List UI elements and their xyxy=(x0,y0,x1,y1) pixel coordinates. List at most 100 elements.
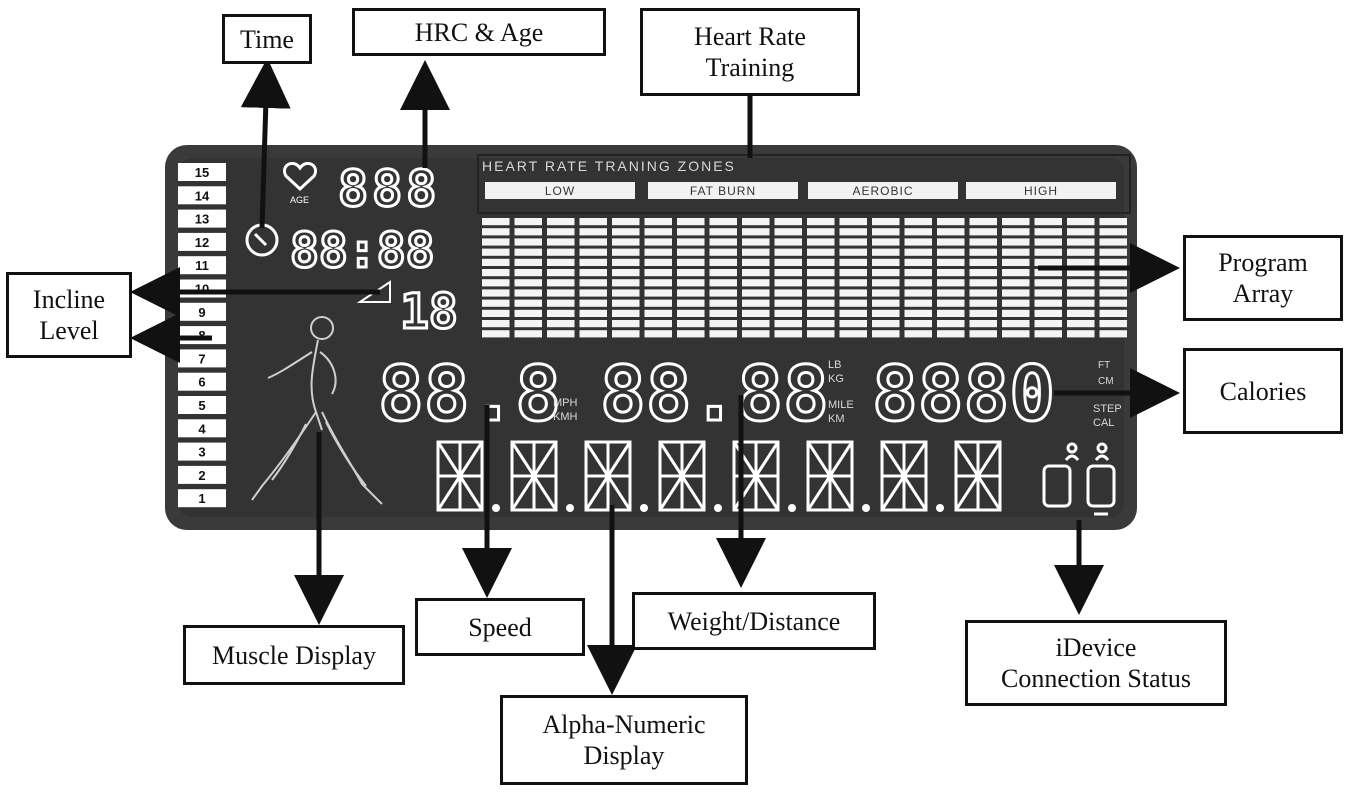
alpha-decimal-point xyxy=(714,504,722,512)
program-array-cell xyxy=(547,228,575,236)
program-array-cell xyxy=(547,279,575,287)
incline-scale-number: 14 xyxy=(195,188,210,203)
incline-scale-number: 12 xyxy=(195,235,209,250)
program-array-cell xyxy=(904,330,932,338)
program-array-cell xyxy=(742,299,770,307)
program-array-cell xyxy=(579,289,607,297)
incline-scale-box xyxy=(178,256,226,275)
program-array-cell xyxy=(1002,248,1030,256)
incline-scale-box xyxy=(178,349,226,368)
label-incline-level: Incline Level xyxy=(6,272,132,358)
incline-scale-number: 9 xyxy=(198,305,205,320)
alpha-character xyxy=(880,440,928,512)
age-label: AGE xyxy=(290,195,309,205)
program-array-cell xyxy=(937,248,965,256)
program-array-cell xyxy=(709,279,737,287)
program-array-cell xyxy=(514,238,542,246)
program-array-cell xyxy=(1002,289,1030,297)
program-array-cell xyxy=(677,248,705,256)
program-array-cell xyxy=(677,279,705,287)
label-hrc-age: HRC & Age xyxy=(352,8,606,56)
weight-distance-digits: 88.88 xyxy=(600,349,829,438)
program-array-cell xyxy=(677,238,705,246)
program-array-cell xyxy=(547,258,575,266)
program-array-cell xyxy=(1002,330,1030,338)
program-array-cell xyxy=(839,279,867,287)
program-array-cell xyxy=(709,299,737,307)
program-array-cell xyxy=(1034,238,1062,246)
program-array-cell xyxy=(774,238,802,246)
program-array-cell xyxy=(774,309,802,317)
label-weight-distance: Weight/Distance xyxy=(632,592,876,650)
program-array-cell xyxy=(839,330,867,338)
program-array-cell xyxy=(547,238,575,246)
program-array-cell xyxy=(1067,248,1095,256)
program-array-cell xyxy=(969,218,997,226)
program-array-cell xyxy=(807,218,835,226)
program-array-cell xyxy=(482,289,510,297)
program-array-cell xyxy=(579,228,607,236)
program-array-cell xyxy=(644,269,672,277)
program-array-cell xyxy=(904,279,932,287)
program-array-cell xyxy=(969,279,997,287)
program-array-cell xyxy=(1034,330,1062,338)
label-muscle-display: Muscle Display xyxy=(183,625,405,685)
program-array-cell xyxy=(644,218,672,226)
program-array-cell xyxy=(969,299,997,307)
program-array-cell xyxy=(774,330,802,338)
program-array-cell xyxy=(677,269,705,277)
program-array-cell xyxy=(904,248,932,256)
program-array-cell xyxy=(677,289,705,297)
program-array-cell xyxy=(612,330,640,338)
program-array-cell xyxy=(807,228,835,236)
time-digits: 88:88 xyxy=(290,223,435,279)
program-array-cell xyxy=(969,228,997,236)
program-array-cell xyxy=(742,279,770,287)
program-array-cell xyxy=(1034,218,1062,226)
incline-scale-box xyxy=(178,209,226,228)
incline-scale-box xyxy=(178,442,226,461)
program-array-cell xyxy=(1067,299,1095,307)
program-array-cell xyxy=(872,330,900,338)
program-array-cell xyxy=(1067,289,1095,297)
heart-icon xyxy=(283,162,317,192)
program-array-cell xyxy=(807,330,835,338)
program-array-cell xyxy=(839,228,867,236)
incline-scale-number: 15 xyxy=(195,165,209,180)
incline-scale-number: 1 xyxy=(198,491,205,506)
program-array-cell xyxy=(969,269,997,277)
program-array-cell xyxy=(807,309,835,317)
program-array-cell xyxy=(514,320,542,328)
program-array-cell xyxy=(612,279,640,287)
program-array-cell xyxy=(547,248,575,256)
distance-unit-mile: MILE xyxy=(828,399,854,411)
program-array-cell xyxy=(937,330,965,338)
program-array-cell xyxy=(644,248,672,256)
calorie-unit-step: STEP xyxy=(1093,403,1122,415)
incline-scale-box xyxy=(178,465,226,484)
program-array-cell xyxy=(774,228,802,236)
program-array-cell xyxy=(774,320,802,328)
program-array-cell xyxy=(1099,228,1127,236)
program-array-cell xyxy=(1099,299,1127,307)
program-array-cell xyxy=(839,258,867,266)
program-array-cell xyxy=(839,248,867,256)
program-array-cell xyxy=(482,228,510,236)
program-array-cell xyxy=(1067,218,1095,226)
zone-box xyxy=(966,182,1116,199)
program-array-cell xyxy=(742,228,770,236)
program-array-cell xyxy=(579,320,607,328)
program-array-cell xyxy=(839,320,867,328)
program-array-cell xyxy=(969,309,997,317)
program-array-cell xyxy=(677,309,705,317)
incline-scale-box xyxy=(178,489,226,508)
program-array-cell xyxy=(1099,279,1127,287)
program-array-cell xyxy=(904,228,932,236)
zone-label: FAT BURN xyxy=(690,184,756,198)
program-array-cell xyxy=(937,269,965,277)
program-array-cell xyxy=(514,289,542,297)
program-array-cell xyxy=(872,258,900,266)
program-array-cell xyxy=(612,258,640,266)
incline-scale-box xyxy=(178,419,226,438)
